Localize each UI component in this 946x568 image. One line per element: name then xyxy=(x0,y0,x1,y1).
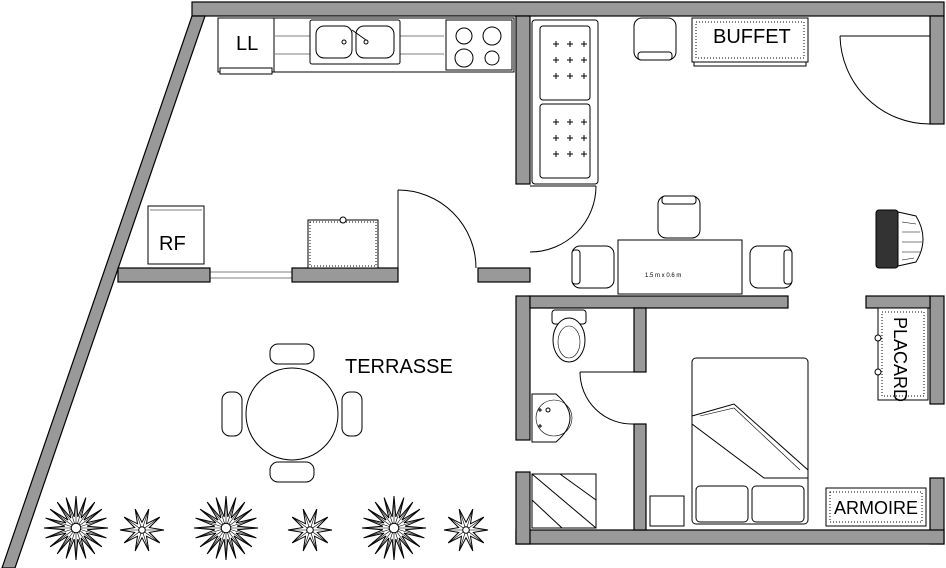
plant xyxy=(193,495,259,561)
wall-terrace-middle xyxy=(291,267,399,283)
plant xyxy=(43,495,109,561)
television xyxy=(875,209,924,269)
plants xyxy=(43,495,489,561)
nightstand xyxy=(649,495,685,527)
bed xyxy=(691,357,809,525)
cooktop xyxy=(445,19,513,71)
wardrobe-label: ARMOIRE xyxy=(834,498,918,518)
dining-chair-top xyxy=(657,195,701,239)
wall-top xyxy=(191,1,945,17)
dining-chair-right xyxy=(749,245,793,289)
wall-partition-lower xyxy=(515,295,531,441)
terrace-table-set xyxy=(221,343,363,483)
closet-label: PLACARD xyxy=(890,317,910,402)
door-bathroom[interactable] xyxy=(579,371,635,425)
toilet xyxy=(551,309,587,363)
partition-gaps xyxy=(516,183,530,473)
wall-bedroom-top xyxy=(529,295,789,309)
plant xyxy=(443,508,489,552)
sink xyxy=(309,19,401,65)
door-dining[interactable] xyxy=(529,185,597,253)
buffet-label: BUFFET xyxy=(713,26,791,48)
plant xyxy=(287,508,333,552)
wardrobe xyxy=(825,487,927,527)
washing-machine xyxy=(217,17,275,75)
wall-bedroom-top-right xyxy=(865,295,931,309)
fridge xyxy=(147,205,205,265)
plant xyxy=(119,508,165,552)
wall-right-upper xyxy=(929,15,945,125)
wall-diagonal xyxy=(1,15,206,568)
wall-terrace-left xyxy=(117,267,211,283)
wall-partition-upper xyxy=(515,15,531,185)
shower xyxy=(531,473,597,529)
washing-machine-label: LL xyxy=(236,33,258,55)
dining-table-size: 1.5 m x 0.6 m xyxy=(645,273,681,279)
washbasin xyxy=(531,393,573,443)
dining-table xyxy=(617,239,743,295)
dining-chair-left xyxy=(571,245,615,289)
low-cabinet xyxy=(307,216,379,269)
door-kitchen-terrace[interactable] xyxy=(397,189,477,269)
wall-right-middle xyxy=(929,295,945,405)
wall-terrace-right xyxy=(477,267,531,283)
wall-bathroom-upper xyxy=(633,307,647,373)
closet xyxy=(874,307,929,401)
door-entrance[interactable] xyxy=(839,35,931,125)
wall-bathroom-lower xyxy=(633,423,647,531)
window xyxy=(210,271,292,279)
wall-partition-bottom xyxy=(515,471,531,545)
terrace-label: TERRASSE xyxy=(345,356,453,378)
fridge-label: RF xyxy=(159,233,186,255)
sofa xyxy=(531,19,599,185)
armchair xyxy=(633,17,677,61)
wall-bottom xyxy=(515,529,945,545)
buffet xyxy=(691,17,809,67)
plant xyxy=(361,495,427,561)
